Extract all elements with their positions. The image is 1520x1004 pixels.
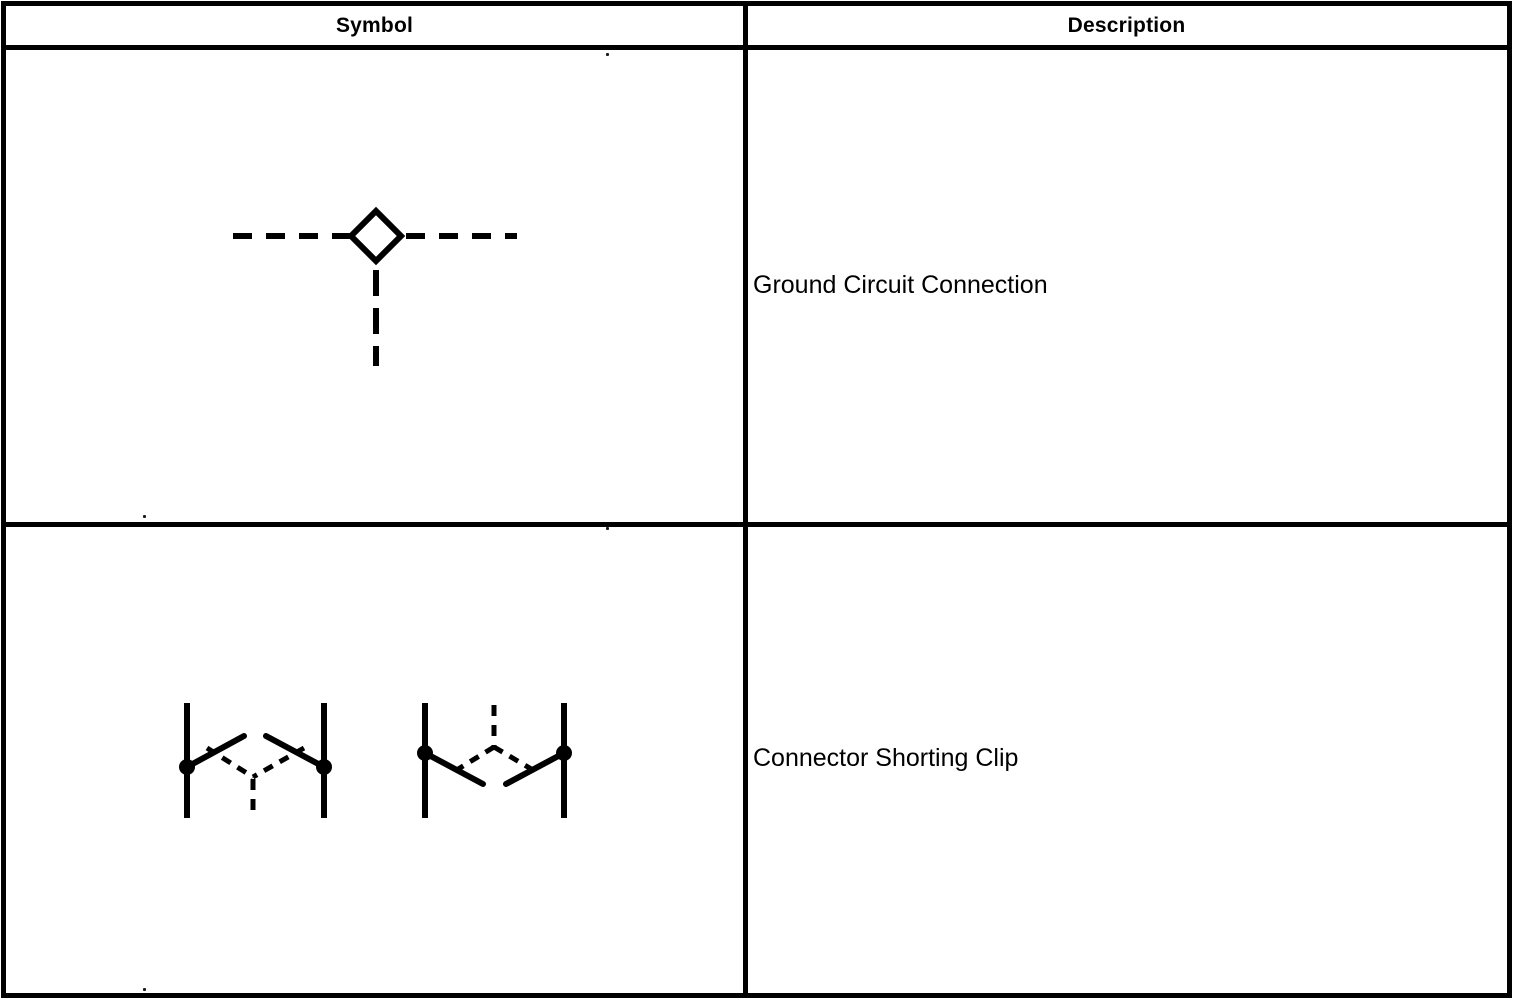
diamond-junction xyxy=(346,206,406,266)
scan-speck xyxy=(606,53,609,56)
header-cell-description: Description xyxy=(748,6,1505,45)
description-cell-ground-circuit: Ground Circuit Connection xyxy=(748,50,1505,521)
column-divider xyxy=(743,1,748,997)
scan-speck xyxy=(143,988,146,991)
header-cell-symbol: Symbol xyxy=(6,6,743,45)
scan-speck xyxy=(143,515,146,518)
description-text: Ground Circuit Connection xyxy=(753,271,1048,299)
dashed-branch-right xyxy=(492,744,535,773)
description-cell-shorting-clip: Connector Shorting Clip xyxy=(748,526,1505,991)
dashed-branch-left xyxy=(453,744,496,774)
dashed-branch-right xyxy=(251,745,306,780)
dashed-branch-left xyxy=(205,745,255,780)
header-label-description: Description xyxy=(1067,13,1186,37)
scan-speck xyxy=(606,527,609,530)
header-label-symbol: Symbol xyxy=(335,13,414,37)
clip-arm-right xyxy=(503,750,567,787)
row-divider xyxy=(1,522,1511,527)
description-text: Connector Shorting Clip xyxy=(753,744,1019,772)
symbol-cell-ground-circuit xyxy=(6,50,743,521)
symbol-cell-shorting-clip xyxy=(6,526,743,991)
clip-arm-left xyxy=(422,750,486,787)
shorting-clip-variant-1 xyxy=(179,703,332,818)
connector-shorting-clip-symbol-icon xyxy=(179,703,572,818)
header-divider xyxy=(1,45,1511,50)
ground-circuit-connection-symbol-icon xyxy=(233,206,517,366)
shorting-clip-variant-2 xyxy=(417,703,572,818)
